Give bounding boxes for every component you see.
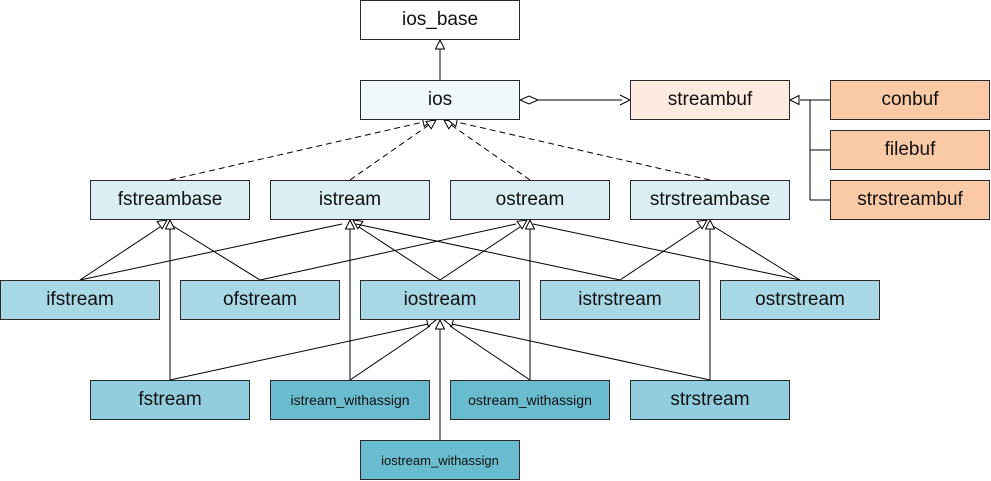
node-strstreambase: strstreambase bbox=[630, 180, 790, 220]
edge-istrstream-strstreambase-arrowhead bbox=[696, 219, 708, 230]
edge-bufs-streambuf-arrowhead bbox=[788, 94, 800, 106]
edge-ostrstream-strstreambase-line bbox=[712, 225, 801, 281]
edge-istream_withassign-istream-arrowhead bbox=[344, 218, 356, 230]
edge-fstream-iostream-line bbox=[169, 323, 429, 381]
node-ifstream: ifstream bbox=[0, 280, 160, 320]
edge-iostream-ostream-line bbox=[439, 226, 521, 281]
node-streambuf: streambuf bbox=[630, 80, 790, 120]
edge-strstreambase-ios-line bbox=[456, 121, 711, 181]
node-istrstream: istrstream bbox=[540, 280, 700, 320]
node-ios: ios bbox=[360, 80, 520, 120]
edge-ios-ios_base-arrowhead bbox=[434, 38, 446, 50]
edge-ifstream-fstreambase-line bbox=[79, 226, 161, 281]
edge-ifstream-fstreambase-arrowhead bbox=[156, 219, 168, 230]
node-filebuf: filebuf bbox=[830, 130, 990, 170]
edge-ostream_withassign-iostream-line bbox=[449, 325, 531, 381]
node-strstream: strstream bbox=[630, 380, 790, 420]
node-ios_base: ios_base bbox=[360, 0, 520, 40]
edge-iostream-ostream-arrowhead bbox=[516, 219, 528, 230]
edge-strstream-strstreambase-arrowhead bbox=[704, 218, 716, 230]
node-strstreambuf: strstreambuf bbox=[830, 180, 990, 220]
edge-istrstream-istream-line bbox=[355, 223, 621, 281]
edge-ifstream-istream-line bbox=[79, 223, 343, 281]
edge-ios-streambuf-diamond bbox=[518, 95, 540, 105]
edge-ostrstream-ostream-line bbox=[532, 223, 801, 281]
edge-istream-ios-line bbox=[349, 124, 429, 181]
node-fstreambase: fstreambase bbox=[90, 180, 250, 220]
edge-istream-ios-arrowhead bbox=[425, 119, 437, 130]
edge-iostream-istream-line bbox=[358, 226, 441, 281]
node-ostrstream: ostrstream bbox=[720, 280, 880, 320]
node-istream_withassign: istream_withassign bbox=[270, 380, 430, 420]
edge-fstream-fstreambase-arrowhead bbox=[164, 218, 176, 230]
node-istream: istream bbox=[270, 180, 430, 220]
edge-ofstream-ostream-line bbox=[259, 223, 517, 281]
edge-istrstream-strstreambase-line bbox=[619, 226, 701, 281]
edge-iostream_withassign-iostream-arrowhead bbox=[434, 318, 446, 330]
node-iostream: iostream bbox=[360, 280, 520, 320]
node-conbuf: conbuf bbox=[830, 80, 990, 120]
node-fstream: fstream bbox=[90, 380, 250, 420]
edge-ostream-ios-line bbox=[451, 124, 531, 181]
node-iostream_withassign: iostream_withassign bbox=[360, 440, 520, 480]
node-ofstream: ofstream bbox=[180, 280, 340, 320]
edge-istream_withassign-iostream-line bbox=[349, 325, 431, 381]
edge-strstream-iostream-line bbox=[451, 323, 711, 381]
edge-ofstream-fstreambase-line bbox=[172, 225, 261, 281]
node-ostream: ostream bbox=[450, 180, 610, 220]
edge-fstreambase-ios-line bbox=[169, 121, 424, 181]
node-ostream_withassign: ostream_withassign bbox=[450, 380, 610, 420]
